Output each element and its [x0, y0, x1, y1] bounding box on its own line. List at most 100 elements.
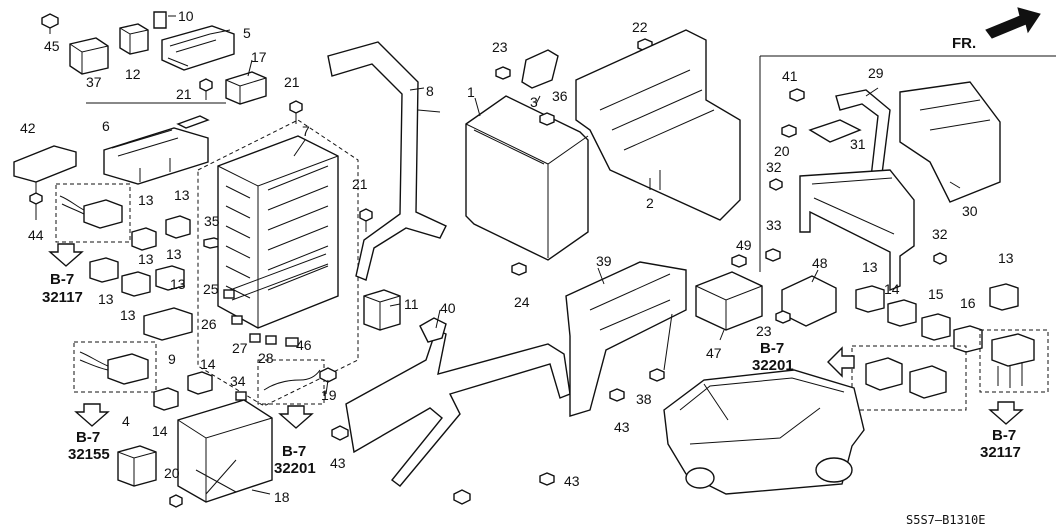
right-detail-frame [759, 55, 1056, 272]
callout-35: 35 [204, 213, 220, 229]
callout-36: 36 [552, 88, 568, 104]
part-25-fuse [223, 289, 235, 299]
wire-harness-mid [263, 369, 321, 391]
callout-43-c: 43 [564, 473, 580, 489]
part-45-bolt [41, 13, 59, 34]
callout-49: 49 [736, 237, 752, 253]
callout-13-b: 13 [174, 187, 190, 203]
reference-labels: B-7 32117 B-7 32155 B-7 32201 B-7 32201 … [42, 271, 1021, 477]
callout-11: 11 [404, 296, 419, 312]
ref-b7-32201-center-line1: B-7 [282, 443, 306, 460]
part-8-bracket [327, 41, 447, 281]
part-44-bolt [29, 192, 43, 220]
part-19-bolt [319, 367, 337, 395]
ref-arrow-right-32201 [827, 346, 855, 378]
front-direction-arrow-icon [985, 7, 1041, 39]
callout-7: 7 [302, 123, 310, 139]
callout-3: 3 [530, 94, 538, 110]
ref-b7-32117-left-line1: B-7 [50, 271, 74, 288]
callout-22: 22 [632, 19, 648, 35]
connector-detail-box-far-right [979, 329, 1049, 393]
callout-45: 45 [44, 38, 60, 54]
connector-detail-box-right [851, 345, 967, 411]
callout-14-b: 14 [152, 423, 168, 439]
relay-14-b [153, 387, 179, 411]
ref-b7-32201-center-line2: 32201 [274, 460, 316, 477]
part-43-bolt-right [609, 388, 625, 402]
callout-46: 46 [296, 337, 312, 353]
callout-13-a: 13 [138, 192, 154, 208]
ref-b7-32117-right-line1: B-7 [992, 427, 1016, 444]
front-label: FR. [952, 35, 976, 52]
callout-17: 17 [251, 49, 267, 65]
callout-44: 44 [28, 227, 44, 243]
callout-16: 16 [960, 295, 976, 311]
part-11-relay [363, 289, 401, 331]
part-32-bolt-a [769, 178, 783, 191]
callout-6: 6 [102, 118, 110, 134]
callout-1: 1 [467, 84, 475, 100]
part-26-fuse [231, 315, 243, 325]
connector-detail-box-lower [73, 341, 157, 393]
part-17-relay [225, 71, 267, 105]
part-23-bolt-top [495, 66, 511, 80]
callout-13-f: 13 [120, 307, 136, 323]
callout-32-a: 32 [766, 159, 782, 175]
callout-25: 25 [203, 281, 219, 297]
callout-30: 30 [962, 203, 978, 219]
part-2-bracket [575, 29, 741, 221]
callout-20-a: 20 [164, 465, 180, 481]
part-10-relay [153, 11, 167, 29]
callout-10: 10 [178, 8, 194, 24]
part-47-module [695, 271, 763, 331]
part-21-bolt-low [359, 208, 373, 232]
ref-arrow-left-32117 [48, 243, 84, 267]
callout-5: 5 [243, 25, 251, 41]
relay-13-right-a [855, 285, 885, 313]
part-27-fuse [249, 333, 261, 343]
connector-lower-left [79, 351, 149, 385]
part-30-bracket [899, 81, 1001, 203]
relay-13-right-b [989, 283, 1019, 311]
part-18-control-unit [177, 399, 273, 503]
callout-12: 12 [125, 66, 141, 82]
large-bracket-right [799, 169, 915, 292]
callout-39: 39 [596, 253, 612, 269]
part-31-bracket [808, 119, 862, 143]
callout-20-b: 20 [774, 143, 790, 159]
part-5-cover [161, 25, 235, 71]
callout-13-h: 13 [862, 259, 878, 275]
relay-13-e [155, 265, 185, 291]
callout-4: 4 [122, 413, 130, 429]
callout-32-b: 32 [932, 226, 948, 242]
callout-21-c: 21 [352, 176, 368, 192]
callout-13-g: 13 [170, 276, 186, 292]
callout-31: 31 [850, 136, 866, 152]
callout-42: 42 [20, 120, 36, 136]
drawing-code: S5S7—B1310E [906, 513, 985, 527]
part-49-bolt [731, 254, 747, 268]
callout-9: 9 [168, 351, 176, 367]
part-28-fuse [265, 335, 277, 345]
callout-28: 28 [258, 350, 274, 366]
ref-arrow-left-32155 [74, 403, 110, 427]
callout-13-i: 13 [998, 250, 1014, 266]
relay-13-c [89, 257, 119, 283]
leader-lines [168, 15, 961, 495]
callout-40: 40 [440, 300, 456, 316]
vehicle-outline [663, 369, 865, 495]
part-21-bolt-mid [289, 100, 303, 124]
ref-b7-32117-right-line2: 32117 [980, 444, 1021, 461]
ref-b7-32201-right-line2: 32201 [752, 357, 794, 374]
part-1-ecu [465, 95, 589, 261]
part-43-bolt-bottom-center [453, 489, 471, 505]
callout-13-d: 13 [166, 246, 182, 262]
relay-14-a [187, 371, 213, 395]
callout-13-c: 13 [138, 251, 154, 267]
part-43-bolt-bottom [539, 472, 555, 486]
callout-29: 29 [868, 65, 884, 81]
connector-left [59, 195, 123, 229]
part-23-bolt-right [775, 310, 791, 324]
callout-14-a: 14 [200, 356, 216, 372]
